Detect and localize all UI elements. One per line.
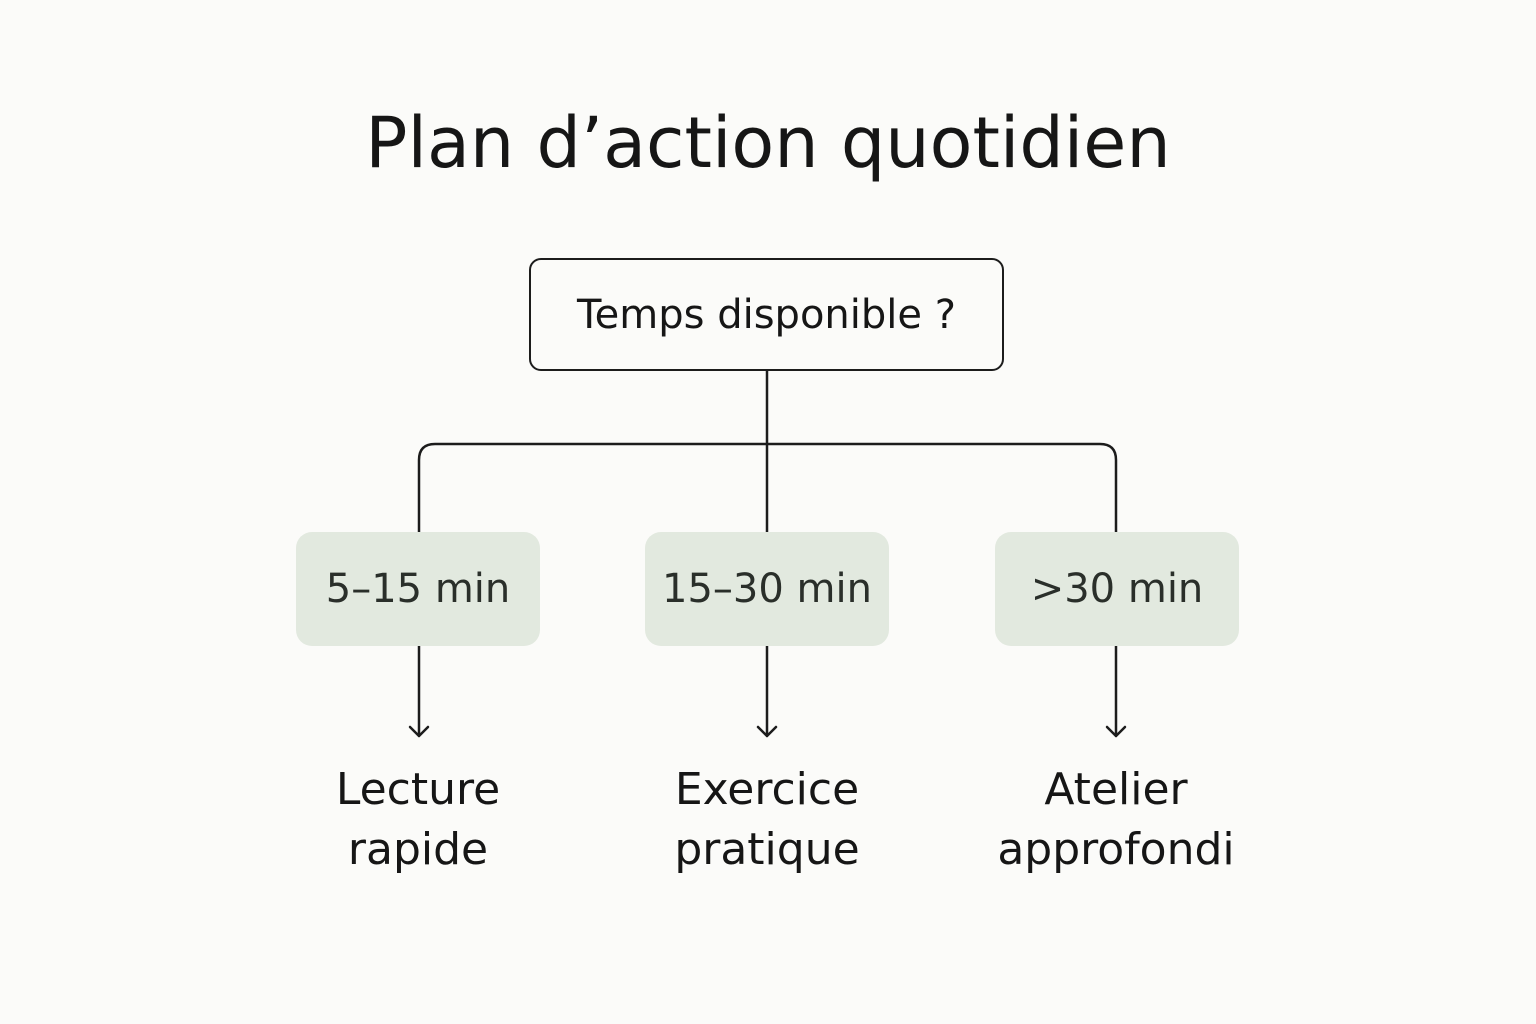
result-lecture-rapide: Lecture rapide (268, 760, 568, 880)
decision-node-label: Temps disponible ? (577, 291, 956, 338)
option-node-5-15-min: 5–15 min (296, 532, 540, 646)
option-label: 15–30 min (662, 566, 872, 612)
result-line: Atelier (1044, 764, 1188, 815)
result-line: pratique (674, 824, 860, 875)
arrow-left (408, 644, 430, 738)
arrow-right (1105, 644, 1127, 738)
diagram-title: Plan d’action quotidien (365, 102, 1171, 184)
result-line: rapide (347, 824, 489, 875)
result-exercice-pratique: Exercice pratique (617, 760, 917, 880)
branch-bar (417, 442, 1118, 534)
option-label: 5–15 min (325, 566, 511, 612)
option-label: >30 min (1030, 566, 1204, 612)
option-node-15-30-min: 15–30 min (645, 532, 889, 646)
result-line: Lecture (335, 764, 501, 815)
option-node-over-30-min: >30 min (995, 532, 1239, 646)
result-line: Exercice (674, 764, 860, 815)
arrow-middle (756, 644, 778, 738)
decision-node-time-available: Temps disponible ? (529, 258, 1004, 371)
result-line: approfondi (997, 824, 1235, 875)
result-atelier-approfondi: Atelier approfondi (966, 760, 1266, 880)
